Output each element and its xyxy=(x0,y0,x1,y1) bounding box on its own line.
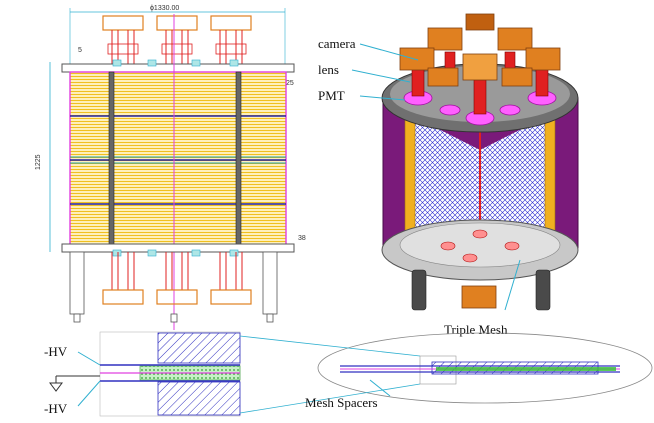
pmt-label: PMT xyxy=(318,88,345,103)
pmt-rings xyxy=(403,90,557,126)
diameter-dimension: ϕ1330.00 xyxy=(150,5,179,12)
drawing-bottom-cameras xyxy=(102,252,252,305)
top-flange xyxy=(61,63,295,73)
mesh-spacers-label: Mesh Spacers xyxy=(305,395,378,410)
hv-top-label: -HV xyxy=(44,344,68,359)
camera-cubes xyxy=(399,13,561,87)
dimension-38: 38 xyxy=(298,235,306,242)
ground-icon xyxy=(49,375,100,392)
lens-cylinders xyxy=(411,51,549,115)
drawing-top-cameras xyxy=(102,15,252,64)
hv-bottom-label: -HV xyxy=(44,401,68,416)
dimension-5: 5 xyxy=(78,47,82,54)
triple-mesh-label: Triple Mesh xyxy=(444,322,508,337)
mesh-detail-inset: -HV -HV xyxy=(44,331,241,417)
camera-label: camera xyxy=(318,36,356,51)
mesh-overview: Mesh Spacers xyxy=(239,332,653,414)
detector-render: camera lens PMT Triple Mesh xyxy=(318,13,579,337)
dimension-25: 25 xyxy=(286,80,294,87)
height-dimension: 1225 xyxy=(35,154,42,170)
bottom-flange xyxy=(61,243,295,253)
lens-label: lens xyxy=(318,62,339,77)
technical-drawing: ϕ1330.00 5 25 38 1225 xyxy=(35,5,306,330)
support-legs xyxy=(69,251,278,323)
